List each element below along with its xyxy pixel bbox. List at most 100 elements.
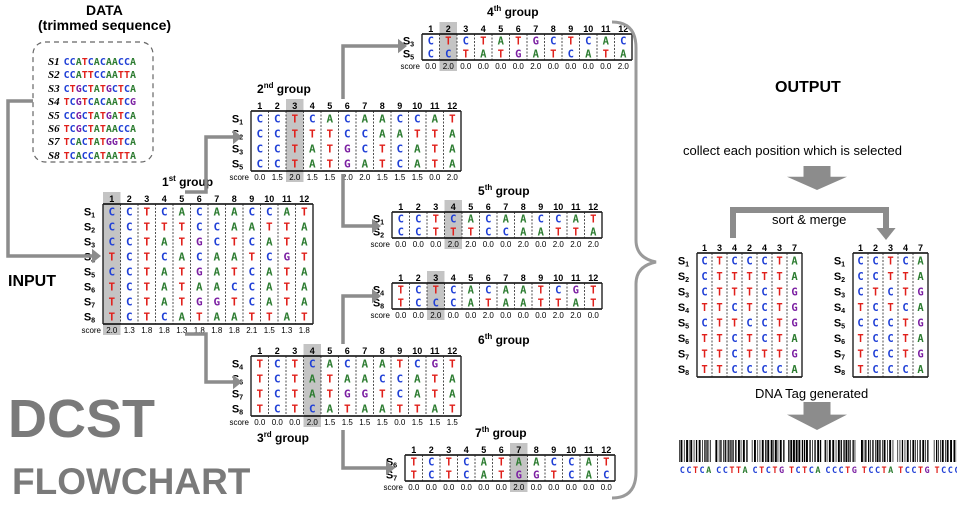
arrow-head	[372, 218, 381, 234]
base: A	[129, 110, 136, 122]
tag-base: T	[862, 466, 867, 476]
base-cell: T	[716, 271, 722, 283]
base-cell: T	[731, 287, 737, 299]
tag-base: T	[935, 466, 940, 476]
base: T	[87, 83, 94, 95]
base-cell: C	[415, 297, 421, 309]
base-cell: C	[761, 318, 767, 330]
score-value: 0.0	[566, 483, 578, 492]
score-value: 1.5	[272, 173, 284, 182]
base-cell: G	[791, 287, 797, 299]
base-cell: T	[108, 250, 115, 263]
score-value: 0.0	[460, 62, 472, 71]
base: A	[111, 57, 118, 68]
base: C	[111, 83, 118, 95]
base-cell: T	[776, 333, 782, 345]
base-cell: A	[161, 235, 168, 248]
column-number: 8	[380, 346, 385, 356]
base-cell: A	[196, 280, 203, 293]
column-number: 10	[553, 202, 563, 212]
tag-base: C	[686, 466, 691, 476]
base-cell: G	[917, 287, 923, 299]
column-number: 2	[446, 24, 451, 34]
base-cell: C	[485, 213, 491, 225]
base: A	[129, 70, 136, 82]
base: T	[117, 150, 124, 162]
score-value: 0.0	[254, 173, 266, 182]
base-cell: C	[344, 112, 351, 125]
dna-tag-label: DNA Tag generated	[755, 386, 869, 401]
column-number: 10	[566, 445, 576, 455]
row-label: S6	[834, 333, 845, 346]
tag-base: C	[911, 466, 916, 476]
base-cell: T	[143, 265, 150, 278]
score-value: 0.0	[500, 240, 512, 249]
column-number: 9	[568, 24, 573, 34]
column-number: 8	[551, 24, 556, 34]
base-cell: A	[414, 142, 421, 155]
base-cell: T	[857, 349, 863, 361]
base: C	[123, 124, 130, 135]
base: A	[105, 124, 112, 135]
base-cell: T	[776, 287, 782, 299]
row-label: S3	[678, 287, 689, 300]
base-cell: A	[603, 35, 610, 47]
score-value: 1.8	[141, 326, 153, 335]
score-value: 2.0	[588, 240, 600, 249]
base-cell: A	[326, 357, 333, 370]
base-cell: T	[776, 302, 782, 314]
base-cell: T	[326, 142, 333, 155]
base-cell: T	[143, 220, 150, 233]
score-value: 1.8	[159, 326, 171, 335]
base-cell: T	[746, 333, 752, 345]
base-cell: A	[449, 372, 456, 385]
base-cell: T	[498, 469, 504, 481]
base: C	[123, 83, 130, 95]
base: T	[123, 70, 130, 82]
base-cell: T	[701, 364, 707, 376]
base: C	[81, 137, 88, 149]
base-cell: C	[857, 271, 863, 283]
column-number: 3	[292, 101, 297, 111]
base-cell: T	[716, 333, 722, 345]
base-cell: C	[872, 256, 878, 268]
base-cell: C	[550, 35, 556, 47]
base: C	[117, 57, 124, 68]
base-cell: C	[485, 226, 491, 238]
title-dcst: DCST	[8, 389, 155, 449]
base-cell: C	[503, 226, 509, 238]
base-cell: C	[161, 250, 168, 263]
score-value: 2.0	[513, 483, 525, 492]
base-cell: A	[266, 265, 273, 278]
barcode-icon	[715, 440, 748, 462]
base-cell: C	[761, 302, 767, 314]
base-cell: C	[161, 310, 168, 323]
base: A	[111, 110, 118, 122]
base-cell: T	[761, 271, 767, 283]
base-cell: C	[701, 271, 707, 283]
group-label: 4th group	[487, 4, 539, 19]
base-cell: T	[701, 333, 707, 345]
base-cell: T	[231, 295, 238, 308]
base-cell: T	[902, 271, 908, 283]
score-value: 2.0	[618, 62, 630, 71]
base: T	[99, 110, 106, 122]
base-cell: C	[126, 310, 133, 323]
base-cell: T	[178, 235, 185, 248]
column-number: 4	[310, 346, 315, 356]
base-cell: C	[701, 287, 707, 299]
base-cell: G	[515, 48, 521, 60]
column-number: 8	[380, 101, 385, 111]
base-cell: C	[872, 349, 878, 361]
base-cell: C	[126, 295, 133, 308]
base-cell: A	[917, 256, 924, 268]
column-number: 12	[618, 24, 628, 34]
tag-base: C	[825, 466, 830, 476]
base-cell: T	[498, 456, 504, 468]
base-cell: C	[126, 265, 133, 278]
title-flowchart: FLOWCHART	[12, 461, 251, 502]
base: C	[123, 97, 130, 109]
column-number: 3	[433, 202, 438, 212]
score-value: 1.3	[281, 326, 293, 335]
row-label: S7	[678, 349, 689, 362]
